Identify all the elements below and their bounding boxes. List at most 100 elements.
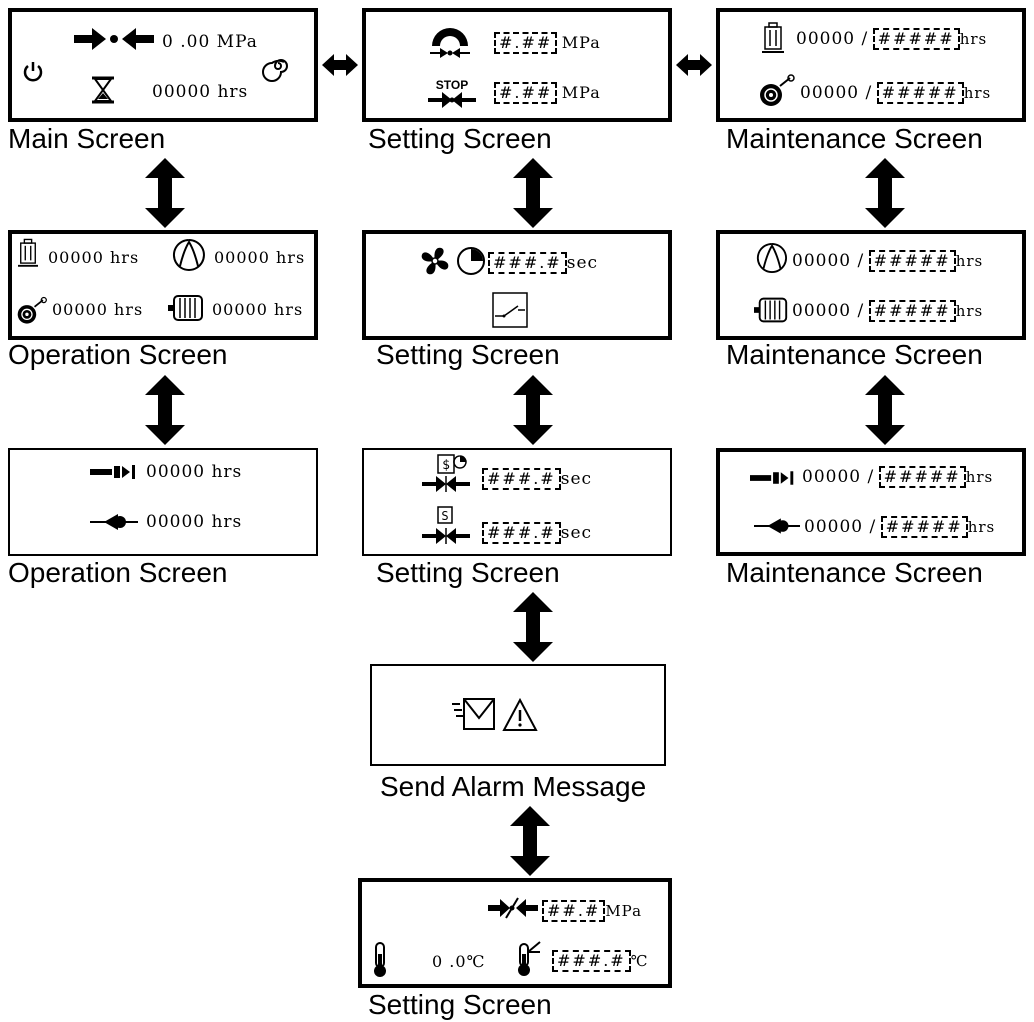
motor-maint-row: 00000 / #####hrs	[792, 300, 983, 322]
stop-icon: STOP	[428, 78, 476, 108]
filter-count: 00000 /	[796, 29, 869, 49]
double-arrow-v-3	[865, 158, 905, 228]
airend-icon	[173, 239, 205, 271]
temp-current: 0 .0℃	[432, 952, 486, 971]
timer-icon	[457, 247, 485, 275]
oil-unit: hrs	[963, 84, 992, 102]
op-motor-hours: 00000 hrs	[212, 300, 304, 319]
operation-screen-2: 00000 hrs 00000 hrs	[8, 448, 318, 556]
power-icon	[23, 62, 43, 82]
stop-value[interactable]: #.##	[494, 82, 558, 104]
main-hours: 00000 hrs	[152, 82, 249, 102]
spiral-icon	[262, 59, 288, 82]
pressure-switch-icon	[488, 897, 538, 919]
separator-icon	[90, 465, 135, 479]
airend-limit[interactable]: #####	[868, 250, 956, 272]
temp-switch-icon	[518, 941, 541, 976]
oil-maint-row: 00000 / #####hrs	[800, 82, 991, 104]
delay1-field[interactable]: ###.#sec	[482, 468, 592, 490]
temp-field[interactable]: ###.#℃	[552, 950, 649, 972]
separator-maint-row: 00000 / #####hrs	[802, 466, 993, 488]
valve-unit: hrs	[967, 518, 996, 536]
pressure-value[interactable]: ##.#	[542, 900, 606, 922]
caption-setting-3: Setting Screen	[376, 557, 560, 588]
fan-unit: sec	[566, 253, 599, 273]
delay1-value[interactable]: ###.#	[482, 468, 561, 490]
svg-text:$: $	[442, 458, 450, 473]
delay2-unit: sec	[560, 523, 593, 543]
double-arrow-h-1	[322, 54, 358, 76]
filter-maint-row: 00000 / #####hrs	[796, 28, 987, 50]
svg-text:S: S	[441, 509, 448, 523]
airend-unit: hrs	[955, 252, 984, 270]
airend-icon	[756, 242, 787, 273]
double-arrow-v-5	[513, 375, 553, 445]
motor-count: 00000 /	[792, 301, 865, 321]
oil-limit[interactable]: #####	[876, 82, 964, 104]
caption-setting-4: Setting Screen	[368, 989, 552, 1020]
setting-screen-3: $ ###.#sec S ###.#sec	[362, 448, 672, 556]
valve-icon	[754, 518, 800, 534]
airend-maint-row: 00000 / #####hrs	[792, 250, 983, 272]
oil-count: 00000 /	[800, 83, 873, 103]
valve-icon	[90, 514, 138, 530]
op-oil-hours: 00000 hrs	[52, 300, 144, 319]
airend-count: 00000 /	[792, 251, 865, 271]
valve-maint-row: 00000 / #####hrs	[804, 516, 995, 538]
separator-icon	[750, 471, 794, 485]
double-arrow-v-1	[145, 158, 185, 228]
filter-unit: hrs	[959, 30, 988, 48]
switch-icon	[492, 292, 528, 328]
load-unit: MPa	[561, 33, 601, 52]
caption-maintenance-2: Maintenance Screen	[726, 339, 983, 370]
setting-screen-2: ###.#sec	[362, 230, 672, 340]
double-arrow-v-2	[513, 158, 553, 228]
setting-screen-1: #.## MPa STOP #.## MPa	[362, 8, 672, 122]
double-arrow-v-4	[145, 375, 185, 445]
caption-setting-1: Setting Screen	[368, 123, 552, 154]
stop-unit: MPa	[561, 83, 601, 102]
alarm-screen	[370, 664, 666, 766]
pressure-field[interactable]: ##.#MPa	[542, 900, 642, 922]
caption-alarm: Send Alarm Message	[380, 771, 647, 802]
motor-unit: hrs	[955, 302, 984, 320]
svg-text:STOP: STOP	[436, 78, 468, 92]
operation-screen-1: 00000 hrs 00000 hrs 00000 hrs 00000 hrs	[8, 230, 318, 340]
caption-main: Main Screen	[8, 123, 166, 154]
motor-limit[interactable]: #####	[868, 300, 956, 322]
temp-value[interactable]: ###.#	[552, 950, 631, 972]
compress-icon	[74, 28, 154, 50]
double-arrow-v-6	[865, 375, 905, 445]
valve-limit[interactable]: #####	[880, 516, 968, 538]
delay2-value[interactable]: ###.#	[482, 522, 561, 544]
stop-field[interactable]: #.## MPa	[494, 82, 601, 104]
load-field[interactable]: #.## MPa	[494, 32, 601, 54]
caption-setting-2: Setting Screen	[376, 339, 560, 370]
separator-unit: hrs	[965, 468, 994, 486]
filter-icon	[762, 22, 784, 53]
motor-icon	[168, 295, 203, 321]
maintenance-screen-3: 00000 / #####hrs 00000 / #####hrs	[716, 448, 1026, 556]
separator-limit[interactable]: #####	[878, 466, 966, 488]
fan-value[interactable]: ###.#	[488, 252, 567, 274]
fan-icon	[421, 247, 449, 275]
filter-icon	[18, 238, 38, 267]
hourglass-icon	[92, 76, 114, 104]
temp-unit: ℃	[630, 952, 649, 970]
maintenance-screen-1: 00000 / #####hrs 00000 / #####hrs	[716, 8, 1026, 122]
filter-limit[interactable]: #####	[872, 28, 960, 50]
caption-operation-1: Operation Screen	[8, 339, 228, 370]
warning-icon	[502, 697, 538, 731]
op-filter-hours: 00000 hrs	[48, 248, 140, 267]
fan-field[interactable]: ###.#sec	[488, 252, 598, 274]
valve-count: 00000 /	[804, 517, 877, 537]
setting-screen-4: ##.#MPa 0 .0℃ ###.#℃	[358, 878, 672, 988]
caption-maintenance-3: Maintenance Screen	[726, 557, 983, 588]
delay2-field[interactable]: ###.#sec	[482, 522, 592, 544]
motor-icon	[754, 297, 788, 323]
oil-icon	[760, 74, 795, 106]
op-airend-hours: 00000 hrs	[214, 248, 306, 267]
load-icon	[430, 28, 470, 58]
double-arrow-h-2	[676, 54, 712, 76]
load-value[interactable]: #.##	[494, 32, 558, 54]
